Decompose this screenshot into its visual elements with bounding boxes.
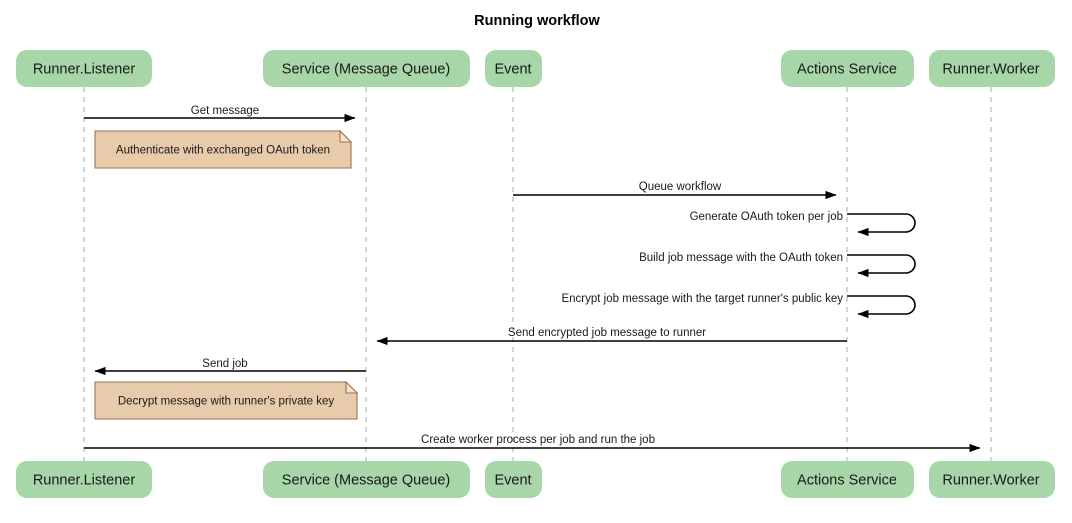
participant-runner-listener-top[interactable]: Runner.Listener — [16, 50, 152, 87]
participant-actions-service-top[interactable]: Actions Service — [781, 50, 914, 87]
participant-label: Service (Message Queue) — [282, 472, 450, 488]
message-label: Queue workflow — [639, 181, 722, 193]
participant-runner-worker-bottom[interactable]: Runner.Worker — [929, 461, 1055, 498]
participant-label: Runner.Listener — [33, 472, 136, 488]
participant-box — [929, 461, 1055, 498]
message-label: Create worker process per job and run th… — [421, 434, 655, 446]
participant-box — [16, 50, 152, 87]
message-label: Generate OAuth token per job — [690, 211, 843, 223]
participant-label: Event — [494, 61, 531, 77]
message-queue-workflow[interactable]: Queue workflow — [513, 181, 837, 200]
note-fold-corner-icon — [339, 129, 353, 143]
participant-box — [485, 461, 542, 498]
participant-label: Runner.Worker — [942, 61, 1039, 77]
participant-runner-worker-top[interactable]: Runner.Worker — [929, 50, 1055, 87]
participant-label: Actions Service — [797, 61, 897, 77]
participant-label: Event — [494, 472, 531, 488]
page-title: Running workflow — [474, 13, 600, 29]
message-label: Build job message with the OAuth token — [639, 252, 843, 264]
message-label: Send job — [202, 358, 247, 370]
participant-box — [485, 50, 542, 87]
message-encrypt-job-message[interactable]: Encrypt job message with the target runn… — [561, 293, 916, 319]
message-generate-oauth-token[interactable]: Generate OAuth token per job — [690, 211, 916, 237]
participant-box — [781, 50, 914, 87]
note-label: Decrypt message with runner's private ke… — [118, 396, 335, 408]
note-body — [94, 130, 352, 169]
note-fold-corner-icon — [345, 380, 359, 394]
message-send-job[interactable]: Send job — [94, 358, 366, 376]
participant-actions-service-bottom[interactable]: Actions Service — [781, 461, 914, 498]
message-label: Get message — [191, 105, 259, 117]
participant-event-top[interactable]: Event — [485, 50, 542, 87]
message-get-message[interactable]: Get message — [84, 105, 356, 123]
self-message-arrow — [847, 213, 916, 237]
lifelines-layer — [83, 87, 992, 461]
participant-box — [929, 50, 1055, 87]
self-message-arrow — [847, 295, 916, 319]
note-authenticate: Authenticate with exchanged OAuth token — [94, 129, 353, 169]
participant-box — [16, 461, 152, 498]
note-decrypt: Decrypt message with runner's private ke… — [94, 380, 359, 420]
message-label: Send encrypted job message to runner — [508, 327, 706, 339]
message-label: Encrypt job message with the target runn… — [561, 293, 843, 305]
participant-label: Service (Message Queue) — [282, 61, 450, 77]
participant-label: Runner.Listener — [33, 61, 136, 77]
participant-label: Actions Service — [797, 472, 897, 488]
participant-box — [263, 461, 470, 498]
participant-service-mq-bottom[interactable]: Service (Message Queue) — [263, 461, 470, 498]
notes-layer: Authenticate with exchanged OAuth tokenD… — [94, 129, 359, 420]
note-label: Authenticate with exchanged OAuth token — [116, 145, 330, 157]
participant-label: Runner.Worker — [942, 472, 1039, 488]
note-body — [94, 381, 358, 420]
participant-box — [781, 461, 914, 498]
message-send-encrypted-job-message[interactable]: Send encrypted job message to runner — [376, 327, 847, 346]
participant-service-mq-top[interactable]: Service (Message Queue) — [263, 50, 470, 87]
self-message-arrow — [847, 254, 916, 278]
message-build-job-message[interactable]: Build job message with the OAuth token — [639, 252, 916, 278]
participant-box — [263, 50, 470, 87]
participant-runner-listener-bottom[interactable]: Runner.Listener — [16, 461, 152, 498]
participant-event-bottom[interactable]: Event — [485, 461, 542, 498]
message-create-worker-process[interactable]: Create worker process per job and run th… — [84, 434, 981, 453]
